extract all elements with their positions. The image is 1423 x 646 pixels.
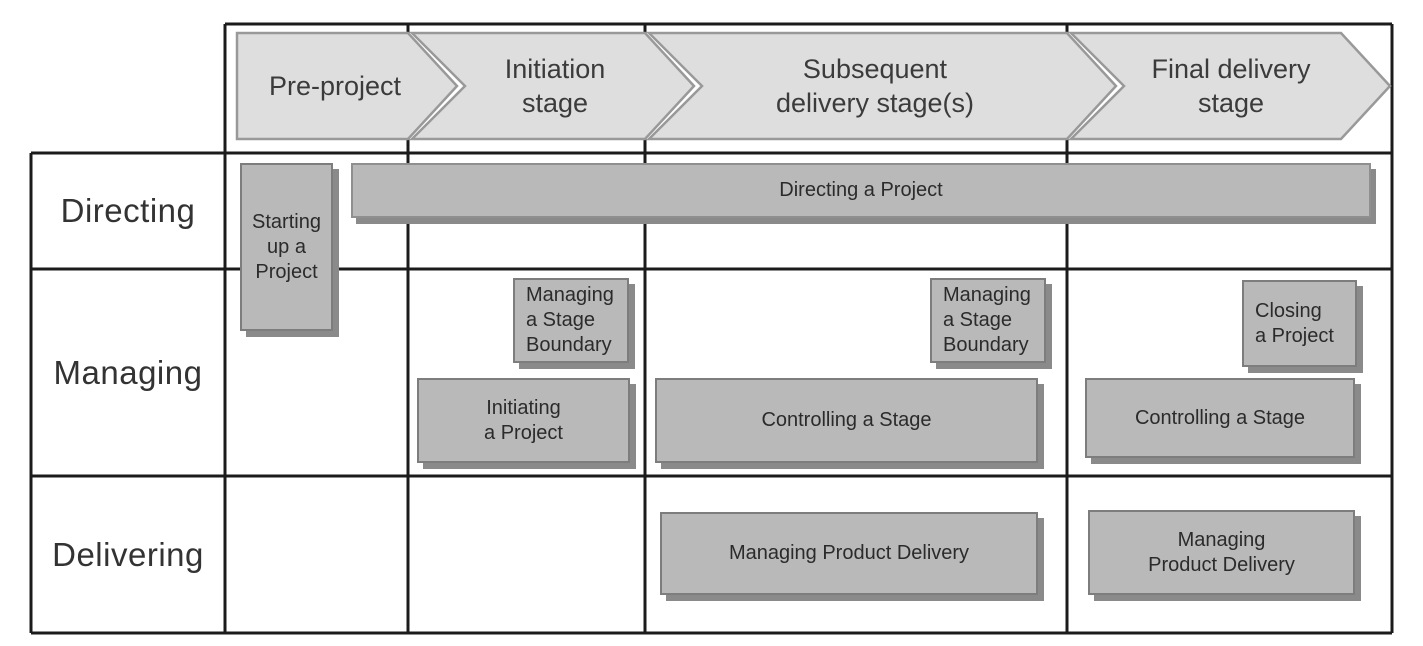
process-box-managing-product-delivery-final: Managing Product Delivery xyxy=(1088,510,1355,595)
process-box-closing-a-project: Closing a Project xyxy=(1242,280,1357,367)
process-box-managing-product-delivery-subsequent: Managing Product Delivery xyxy=(660,512,1038,595)
stage-chevrons xyxy=(235,31,1392,141)
process-box-label: Managing a Stage Boundary xyxy=(943,284,1031,356)
process-box-managing-a-stage-boundary-initiation: Managing a Stage Boundary xyxy=(513,278,629,363)
stage-label-subsequent-delivery: Subsequent delivery stage(s) xyxy=(775,54,975,118)
row-label-directing: Directing xyxy=(60,192,196,229)
stage-label-pre-project: Pre-project xyxy=(268,71,402,101)
process-box-initiating-a-project: Initiating a Project xyxy=(417,378,630,463)
stage-label-final-delivery: Final delivery stage xyxy=(1151,54,1311,118)
process-box-label: Starting up a Project xyxy=(252,210,321,283)
process-box-label: Controlling a Stage xyxy=(1134,406,1306,429)
row-label-managing: Managing xyxy=(53,353,203,391)
process-box-controlling-a-stage-final: Controlling a Stage xyxy=(1085,378,1355,458)
process-box-starting-up-a-project: Starting up a Project xyxy=(240,163,333,331)
process-box-label: Managing Product Delivery xyxy=(1148,528,1295,576)
process-box-managing-a-stage-boundary-subsequent: Managing a Stage Boundary xyxy=(930,278,1046,363)
row-label-delivering: Delivering xyxy=(52,535,204,573)
process-box-label: Initiating a Project xyxy=(484,396,563,444)
chevron-pre-project xyxy=(235,31,459,141)
process-box-directing-a-project: Directing a Project xyxy=(351,163,1371,218)
process-box-label: Managing a Stage Boundary xyxy=(526,284,614,356)
chevron-final-delivery xyxy=(1067,31,1392,141)
process-box-label: Directing a Project xyxy=(779,179,943,201)
stage-label-initiation: Initiation stage xyxy=(504,54,606,118)
process-box-label: Closing a Project xyxy=(1255,299,1334,347)
process-box-label: Managing Product Delivery xyxy=(728,542,970,564)
process-box-label: Controlling a Stage xyxy=(761,409,932,431)
chevron-initiation-stage xyxy=(408,31,696,141)
process-box-controlling-a-stage-subsequent: Controlling a Stage xyxy=(655,378,1038,463)
chevron-subsequent-delivery xyxy=(645,31,1118,141)
